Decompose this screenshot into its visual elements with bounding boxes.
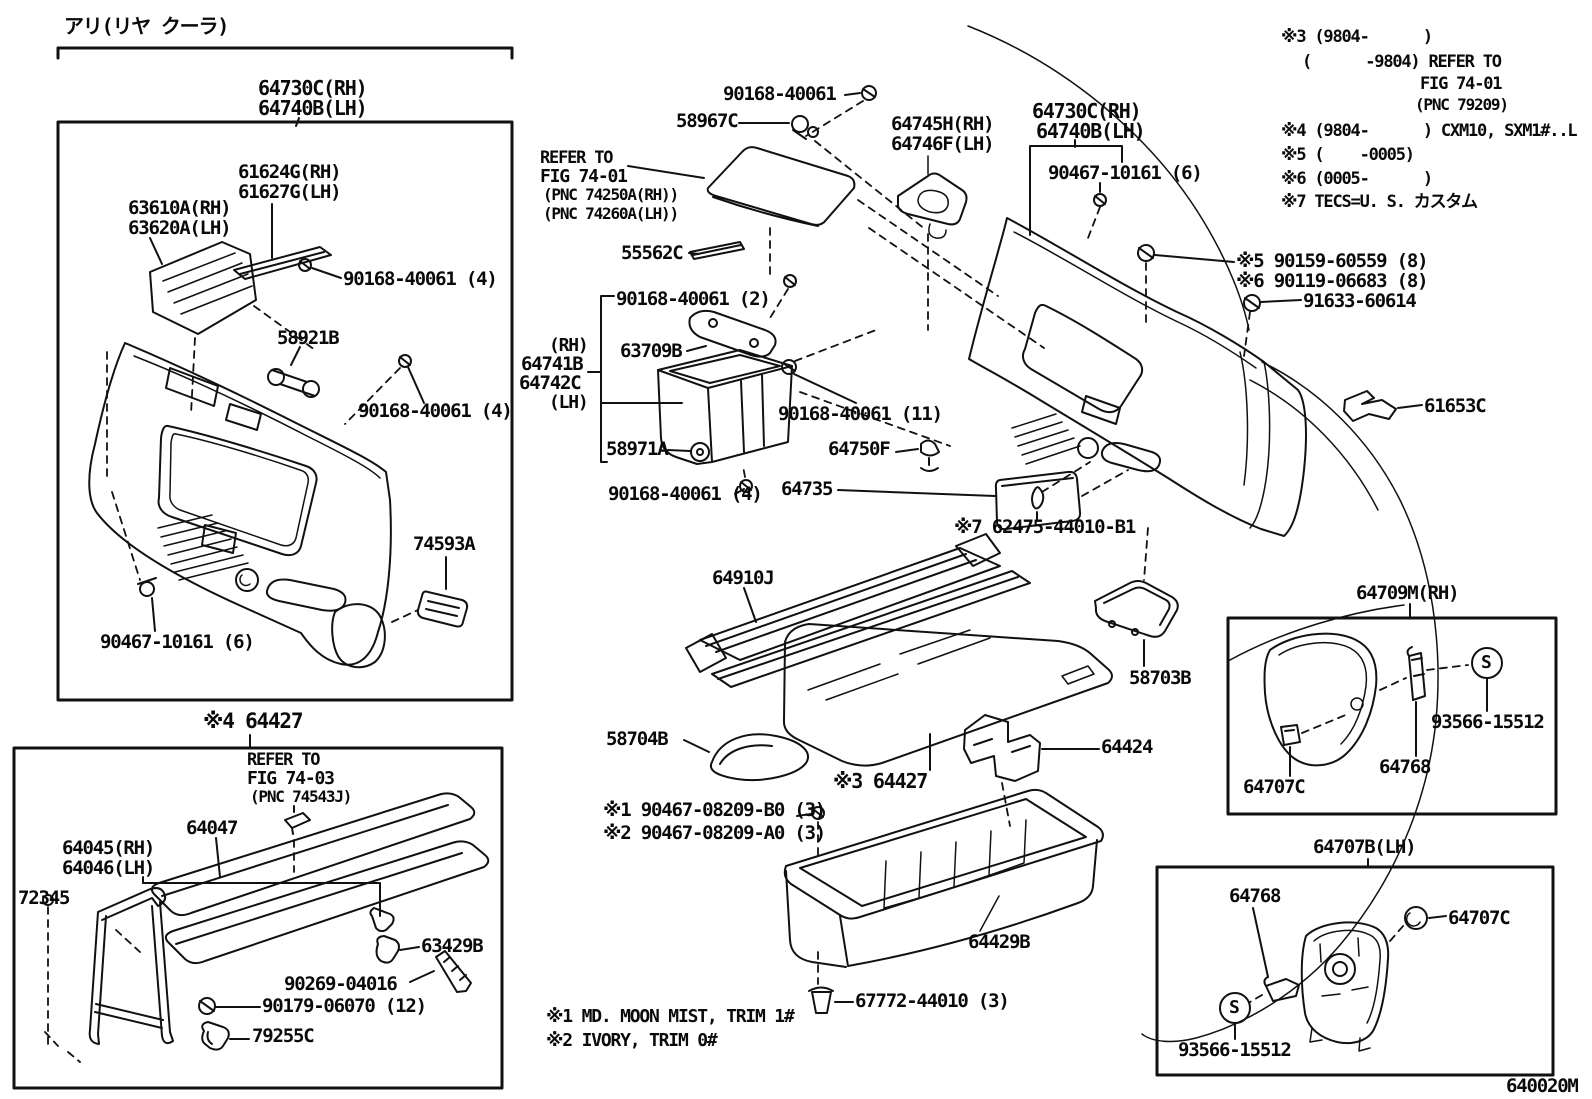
s-symbol-b: S <box>1229 997 1240 1018</box>
part-label-90168-40061-11: 90168-40061 (11) <box>778 403 943 425</box>
part-label-90269-04016: 90269-04016 <box>284 973 398 995</box>
part-label-64768-b: 64768 <box>1229 885 1281 907</box>
part-label-90467-10161-b: 90467-10161 (6) <box>1048 162 1203 184</box>
part-label-63620a: 63620A(LH) <box>128 217 232 239</box>
s-symbol-a: S <box>1481 652 1492 673</box>
part-label-74593a: 74593A <box>413 533 476 555</box>
refer-note-a-2: FIG 74-01 <box>540 166 628 187</box>
refer-note-a-4: (PNC 74260A(LH)) <box>543 204 679 223</box>
part-label-90168-40061-4b: 90168-40061 (4) <box>358 400 513 422</box>
part-label-64427-note3: ※3 64427 <box>833 769 928 793</box>
refer-note-a-3: (PNC 74250A(RH)) <box>543 185 679 204</box>
part-label-lh: (LH) <box>549 392 589 413</box>
part-label-90467-10161-a: 90467-10161 (6) <box>100 631 255 653</box>
part-label-90467-08209-b0: ※1 90467-08209-B0 (3) <box>603 799 826 821</box>
part-label-93566-b: 93566-15512 <box>1178 1039 1292 1061</box>
part-label-55562c: 55562C <box>621 242 684 264</box>
part-label-64730c-a: 64730C(RH) <box>258 76 368 100</box>
footnote-4: ※4 (9804- ) CXM10, SXM1#..L <box>1281 121 1578 141</box>
part-label-61653c: 61653C <box>1424 395 1487 417</box>
refer-note-b-2: FIG 74-03 <box>247 768 335 789</box>
part-label-64742c: 64742C <box>519 372 582 394</box>
figure-code-value: 640020M <box>1506 1075 1579 1097</box>
footnote-7: ※7 TECS=U. S. カスタム <box>1281 192 1478 212</box>
part-label-62475-44010-b1: ※7 62475-44010-B1 <box>954 516 1136 538</box>
part-label-64429b: 64429B <box>968 931 1031 953</box>
part-label-58704b: 58704B <box>606 728 669 750</box>
section-frames <box>12 46 1558 1090</box>
footnote-3-line3: FIG 74-01 <box>1420 74 1503 94</box>
part-label-93566-a: 93566-15512 <box>1431 711 1545 733</box>
part-label-72345: 72345 <box>18 887 70 909</box>
part-label-90467-08209-a0: ※2 90467-08209-A0 (3) <box>603 822 826 844</box>
footnote-3-line2: ( -9804) REFER TO <box>1302 52 1502 72</box>
part-label-rh: (RH) <box>549 335 589 356</box>
part-label-79255c: 79255C <box>252 1025 315 1047</box>
footnote-3-line1: ※3 (9804- ) <box>1281 27 1433 47</box>
part-label-64735: 64735 <box>781 478 833 500</box>
part-label-64768-a: 64768 <box>1379 756 1431 778</box>
part-label-64745h: 64745H(RH) <box>891 113 995 135</box>
part-label-58971a: 58971A <box>606 438 669 460</box>
part-label-58921b: 58921B <box>277 327 340 349</box>
part-label-64740b-b: 64740B(LH) <box>1036 119 1146 143</box>
part-label-90168-40061-top: 90168-40061 <box>723 83 837 105</box>
part-label-64750f: 64750F <box>828 438 891 460</box>
part-label-90168-40061-4c: 90168-40061 (4) <box>608 483 763 505</box>
part-label-90159-60559: ※5 90159-60559 (8) <box>1236 250 1429 272</box>
art-deck-and-box <box>683 533 1113 1014</box>
refer-note-a-1: REFER TO <box>540 148 613 168</box>
art-left-quarter-trim <box>88 203 469 669</box>
part-label-61624g: 61624G(RH) <box>238 161 342 183</box>
part-label-64045: 64045(RH) <box>62 837 155 859</box>
refer-note-b-1: REFER TO <box>247 750 320 770</box>
part-label-63709b: 63709B <box>620 340 683 362</box>
art-right-quarter-trim <box>963 25 1439 1043</box>
footnote-6: ※6 (0005- ) <box>1281 169 1433 189</box>
part-label-63429b: 63429B <box>421 935 484 957</box>
footnote-bottom-1: ※1 MD. MOON MIST, TRIM 1# <box>546 1006 795 1027</box>
part-label-61627g: 61627G(LH) <box>238 181 342 203</box>
part-label-64707c-a: 64707C <box>1243 776 1306 798</box>
part-label-90168-40061-2: 90168-40061 (2) <box>616 288 771 310</box>
part-label-64730c-b: 64730C(RH) <box>1032 99 1142 123</box>
footnote-3-line4: (PNC 79209) <box>1415 95 1509 114</box>
part-label-64707c-b: 64707C <box>1448 907 1511 929</box>
part-label-64424: 64424 <box>1101 736 1153 758</box>
refer-note-b-3: (PNC 74543J) <box>250 787 352 806</box>
part-label-90119-06683: ※6 90119-06683 (8) <box>1236 270 1429 292</box>
part-label-64427-note4: ※4 64427 <box>203 709 304 733</box>
footnote-5: ※5 ( -0005) <box>1281 145 1415 165</box>
part-label-64746f: 64746F(LH) <box>891 133 995 155</box>
art-center-assembly <box>587 85 1129 531</box>
part-label-63610a: 63610A(RH) <box>128 197 232 219</box>
part-label-67772-44010: 67772-44010 (3) <box>855 990 1010 1012</box>
part-label-64741b: 64741B <box>521 353 584 375</box>
part-label-64740b-a: 64740B(LH) <box>258 96 368 120</box>
art-box-64707b <box>1219 906 1447 1052</box>
footnote-bottom-2: ※2 IVORY, TRIM 0# <box>546 1030 718 1051</box>
part-label-58703b: 58703B <box>1129 667 1192 689</box>
part-label-64707b: 64707B(LH) <box>1313 836 1417 858</box>
part-label-90168-40061-4a: 90168-40061 (4) <box>343 268 498 290</box>
part-label-58967c: 58967C <box>676 110 739 132</box>
header-note: アリ(リヤ クーラ) <box>64 14 229 38</box>
part-label-64047: 64047 <box>186 817 238 839</box>
art-box-64709m <box>1229 604 1503 777</box>
part-label-64709m: 64709M(RH) <box>1356 582 1460 604</box>
art-rear-deck-box <box>42 792 490 1063</box>
part-label-64046: 64046(LH) <box>62 857 155 879</box>
part-label-90179-06070: 90179-06070 (12) <box>262 995 427 1017</box>
part-label-64910j: 64910J <box>712 567 775 589</box>
part-label-91633-60614: 91633-60614 <box>1303 290 1417 312</box>
